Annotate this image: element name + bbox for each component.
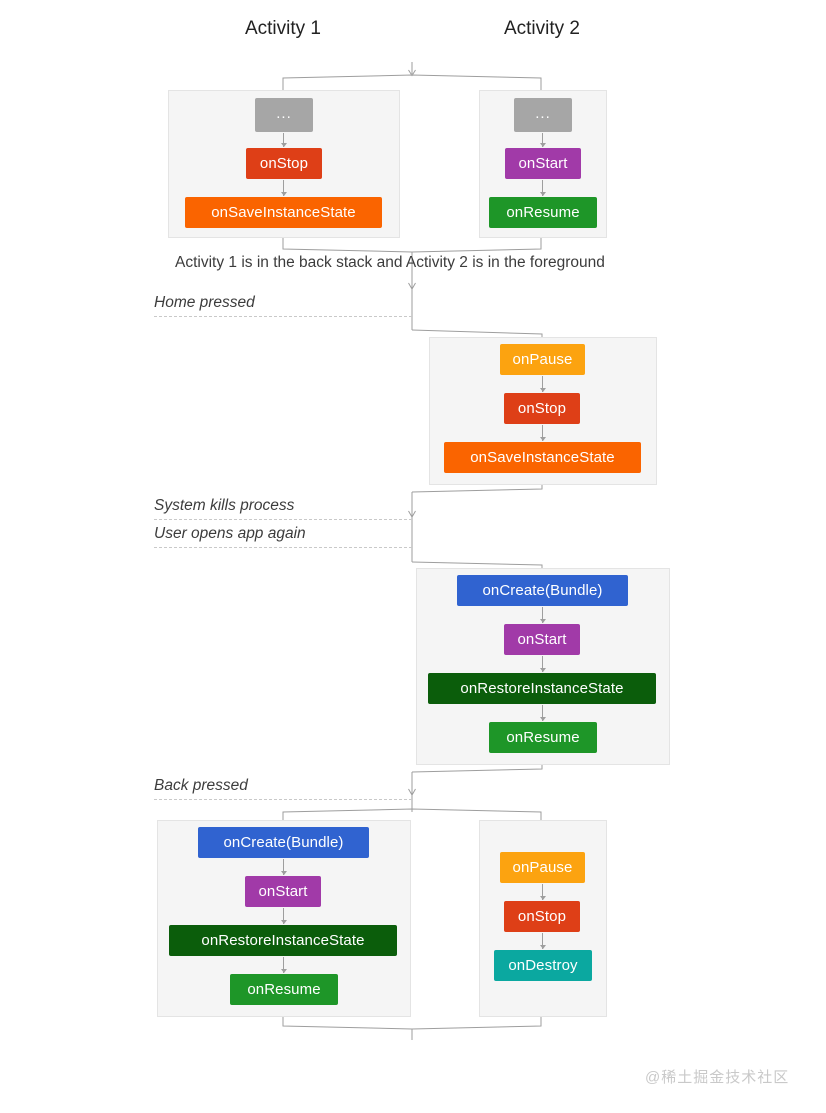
- lifecycle-node-ondestroy-destroy: onDestroy: [494, 950, 592, 981]
- arrow-down-icon: [280, 908, 287, 924]
- lifecycle-node-onstop-a1: onStop: [246, 148, 322, 179]
- lifecycle-node-onresume-a2: onResume: [489, 197, 597, 228]
- arrow-down-icon: [539, 180, 546, 196]
- lifecycle-node-onstop-home: onStop: [504, 393, 580, 424]
- lifecycle-node-onresume-recreate: onResume: [489, 722, 597, 753]
- caption-back-stack: Activity 1 is in the back stack and Acti…: [175, 254, 605, 271]
- arrow-down-icon: [280, 859, 287, 875]
- lifecycle-node-onresume-back: onResume: [230, 974, 338, 1005]
- lifecycle-node-onpause-destroy: onPause: [500, 852, 585, 883]
- lifecycle-node-onstart-recreate: onStart: [504, 624, 580, 655]
- lifecycle-node-onrestoreinstancestate-back: onRestoreInstanceState: [169, 925, 397, 956]
- event-rule-system-kills-process: [154, 519, 412, 520]
- event-label-home-pressed: Home pressed: [154, 294, 255, 311]
- lifecycle-node-ellipsis-a2: ...: [514, 98, 572, 132]
- lifecycle-node-oncreate-recreate: onCreate(Bundle): [457, 575, 628, 606]
- event-rule-user-opens-app-again: [154, 547, 412, 548]
- arrow-down-icon: [539, 376, 546, 392]
- arrow-down-icon: [539, 656, 546, 672]
- lifecycle-node-onrestoreinstancestate-recreate: onRestoreInstanceState: [428, 673, 656, 704]
- arrow-down-icon: [280, 957, 287, 973]
- arrow-down-icon: [539, 705, 546, 721]
- lifecycle-node-onstart-a2: onStart: [505, 148, 581, 179]
- arrow-down-icon: [539, 884, 546, 900]
- lifecycle-node-onsaveinstancestate-a1: onSaveInstanceState: [185, 197, 382, 228]
- event-rule-home-pressed: [154, 316, 412, 317]
- event-rule-back-pressed: [154, 799, 412, 800]
- arrow-down-icon: [539, 607, 546, 623]
- column-title-activity-1: Activity 1: [244, 18, 322, 39]
- lifecycle-node-onsaveinstancestate-home: onSaveInstanceState: [444, 442, 641, 473]
- event-label-system-kills-process: System kills process: [154, 497, 295, 514]
- watermark: @稀土掘金技术社区: [645, 1069, 790, 1086]
- arrow-down-icon: [280, 133, 287, 147]
- lifecycle-node-onpause-home: onPause: [500, 344, 585, 375]
- event-label-back-pressed: Back pressed: [154, 777, 248, 794]
- arrow-down-icon: [539, 425, 546, 441]
- arrow-down-icon: [539, 933, 546, 949]
- arrow-down-icon: [280, 180, 287, 196]
- column-title-activity-2: Activity 2: [503, 18, 581, 39]
- lifecycle-node-ellipsis-a1: ...: [255, 98, 313, 132]
- lifecycle-node-oncreate-back: onCreate(Bundle): [198, 827, 369, 858]
- arrow-down-icon: [539, 133, 546, 147]
- lifecycle-node-onstart-back: onStart: [245, 876, 321, 907]
- lifecycle-node-onstop-destroy: onStop: [504, 901, 580, 932]
- event-label-user-opens-app-again: User opens app again: [154, 525, 306, 542]
